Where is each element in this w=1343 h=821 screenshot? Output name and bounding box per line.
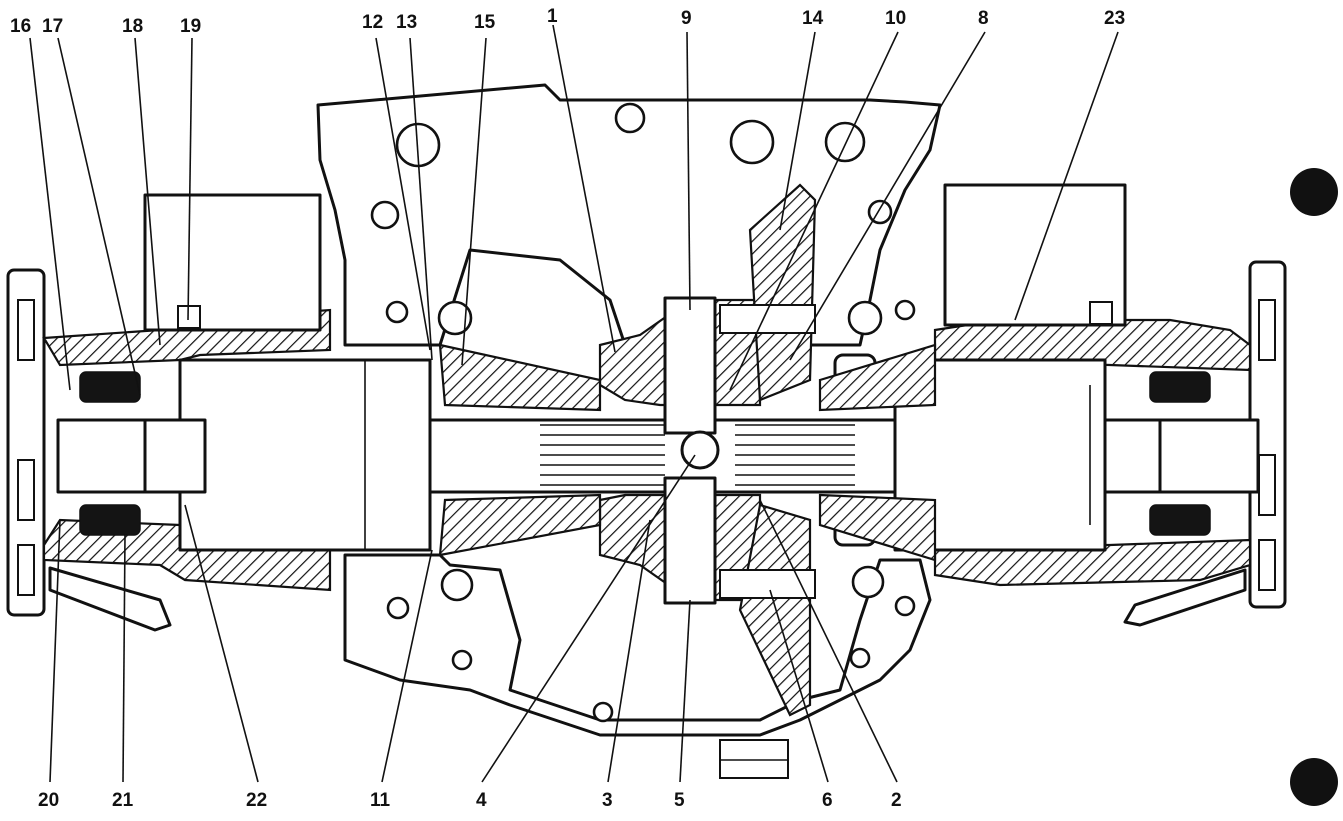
leader-lines bbox=[29, 24, 1119, 783]
callout-1: 1 bbox=[547, 6, 558, 27]
callout-22: 22 bbox=[246, 790, 267, 811]
callout-14: 14 bbox=[802, 8, 824, 29]
housing-upper bbox=[316, 83, 942, 347]
callout-23: 23 bbox=[1104, 8, 1125, 29]
callout-16: 16 bbox=[10, 16, 31, 37]
callout-10: 10 bbox=[885, 8, 906, 29]
axle-shaft bbox=[56, 358, 1260, 552]
left-hub-assembly bbox=[6, 193, 332, 632]
callout-8: 8 bbox=[978, 8, 989, 29]
callout-13: 13 bbox=[396, 12, 417, 33]
callout-12: 12 bbox=[362, 12, 383, 33]
right-hub-assembly bbox=[933, 183, 1287, 627]
callout-21: 21 bbox=[112, 790, 134, 811]
callout-6: 6 bbox=[822, 790, 833, 811]
callout-4: 4 bbox=[476, 790, 487, 811]
margin-mark-top-icon bbox=[1290, 168, 1338, 216]
callout-9: 9 bbox=[681, 8, 692, 29]
left-side-gear-splines bbox=[540, 424, 665, 486]
callout-19: 19 bbox=[180, 16, 201, 37]
housing-lower bbox=[343, 553, 932, 779]
callout-labels: 16 17 18 19 12 13 15 1 9 14 10 8 23 20 2… bbox=[10, 6, 1125, 811]
callout-11: 11 bbox=[370, 790, 391, 811]
callout-20: 20 bbox=[38, 790, 59, 811]
callout-2: 2 bbox=[891, 790, 902, 811]
margin-mark-bottom-icon bbox=[1290, 758, 1338, 806]
callout-18: 18 bbox=[122, 16, 143, 37]
callout-17: 17 bbox=[42, 16, 63, 37]
callout-3: 3 bbox=[602, 790, 613, 811]
callout-5: 5 bbox=[674, 790, 685, 811]
callout-15: 15 bbox=[474, 12, 496, 33]
right-side-gear-splines bbox=[735, 424, 855, 486]
differential-assembly bbox=[438, 183, 937, 717]
